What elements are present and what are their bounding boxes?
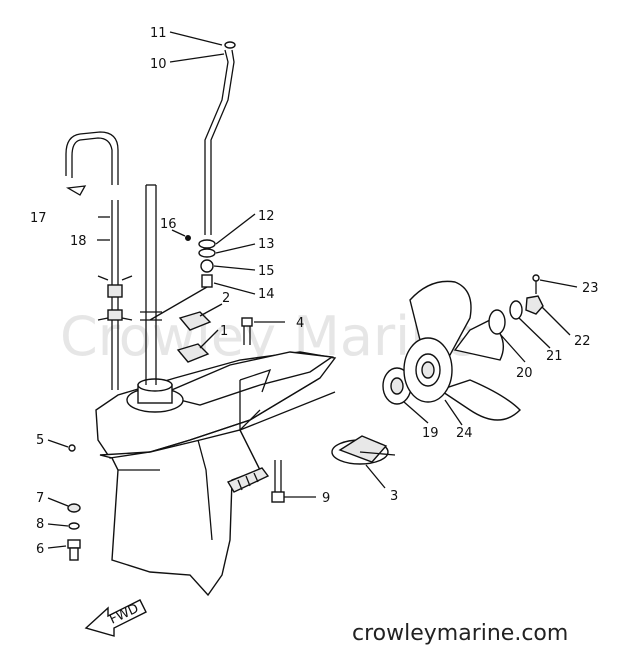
callout-9: 9 [322,491,330,506]
callout-3: 3 [390,489,398,504]
callout-7: 7 [36,491,44,506]
lower-unit-housing [95,351,337,597]
propeller-24 [403,280,521,421]
callout-6: 6 [36,542,44,557]
callout-17: 17 [30,211,47,226]
cotter-pin-23 [532,274,540,294]
part-8 [68,522,80,530]
bolt-6 [67,539,81,561]
nut-22 [525,295,544,315]
callout-2: 2 [222,291,230,306]
trim-tab-3 [331,435,396,465]
callouts: 11 10 12 13 15 14 16 17 18 2 1 4 5 7 8 6… [30,26,599,557]
callout-8: 8 [36,517,44,532]
callout-23: 23 [582,281,599,296]
washer-20 [488,309,506,335]
bolt-4 [241,317,253,345]
callout-20: 20 [516,366,533,381]
callout-14: 14 [258,287,275,302]
callout-1: 1 [220,324,228,339]
washer-21 [509,300,523,320]
svg-text:FWD: FWD [107,601,141,627]
callout-22: 22 [574,334,591,349]
callout-5: 5 [36,433,44,448]
callout-21: 21 [546,349,563,364]
part-1 [176,343,210,363]
callout-4: 4 [296,316,304,331]
callout-15: 15 [258,264,275,279]
callout-18: 18 [70,234,87,249]
callout-19: 19 [422,426,439,441]
part-5 [68,444,76,452]
site-url: crowleymarine.com [352,621,568,646]
part-2 [178,311,212,331]
leader-lines [47,31,578,549]
water-tube [65,131,133,390]
callout-11: 11 [150,26,167,41]
bolt-9 [271,460,285,503]
shift-rod [204,41,336,431]
callout-24: 24 [456,426,473,441]
callout-16: 16 [160,217,177,232]
fwd-arrow: FWD [84,599,147,637]
part-7 [67,503,81,513]
callout-10: 10 [150,57,167,72]
shift-rod-parts [149,235,216,321]
callout-12: 12 [258,209,275,224]
callout-13: 13 [258,237,275,252]
